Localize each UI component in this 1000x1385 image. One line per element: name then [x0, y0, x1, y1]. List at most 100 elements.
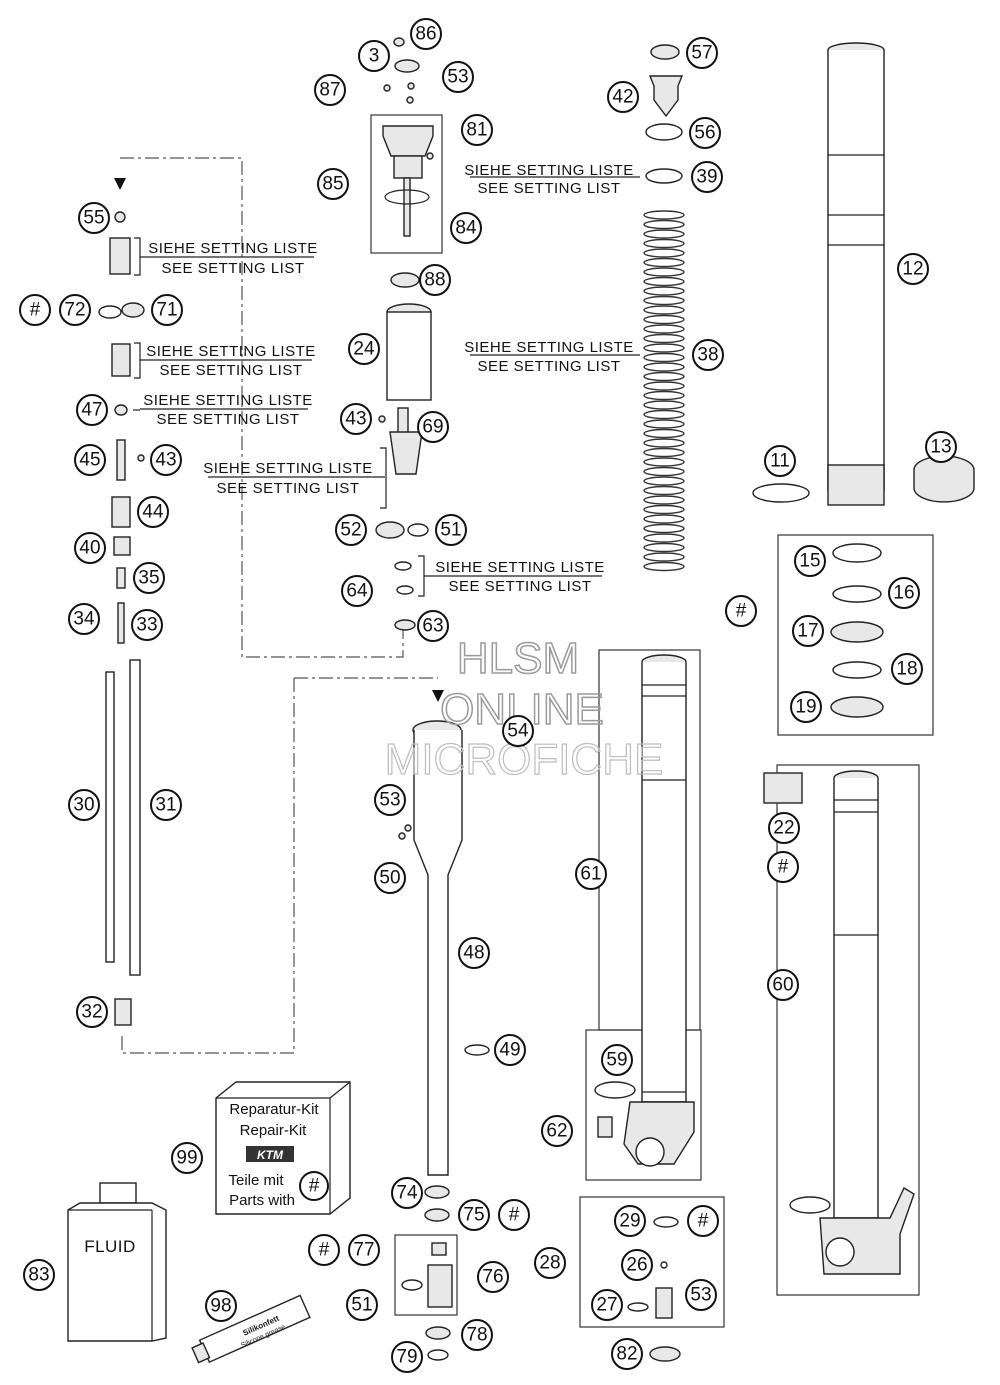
oring-part-59 [594, 1081, 636, 1099]
setting-note-de: SIEHE SETTING LISTE [464, 339, 634, 356]
spring-coil [643, 276, 685, 287]
ktm-brand: KTM [257, 1148, 284, 1162]
repair-kit-line2: Repair-Kit [240, 1122, 308, 1139]
callout-number: 75 [463, 1205, 484, 1226]
callout-bubble [417, 411, 449, 443]
callout-bubble [477, 1261, 509, 1293]
callout-number: 48 [463, 943, 484, 964]
callout-bubble [767, 969, 799, 1001]
bushing-kit-box [777, 534, 934, 736]
shim-stack-part [111, 343, 131, 377]
callout-bubble [205, 1290, 237, 1322]
callout-number: # [30, 300, 41, 321]
setting-note-en: SEE SETTING LIST [477, 180, 620, 197]
valve-part-45 [116, 439, 126, 481]
callout-bubble [768, 812, 800, 844]
callout-number: 33 [136, 615, 157, 636]
piston-part-71 [121, 302, 145, 318]
spring-coil [643, 495, 685, 505]
fork-spring-part-38 [643, 210, 685, 572]
callout-number: 78 [466, 1325, 487, 1346]
callout-bubble [59, 294, 91, 326]
callout-bubble [78, 202, 110, 234]
spring-coil [643, 248, 685, 258]
assembly-leader-bottom [121, 678, 295, 1054]
callout-number: 59 [606, 1050, 627, 1071]
bracket [134, 237, 141, 276]
spring-coil [643, 305, 685, 315]
callout-bubble [374, 862, 406, 894]
spring-coil [643, 390, 685, 401]
callout-bubble [358, 40, 390, 72]
spring-coil [643, 409, 685, 420]
setting-note-en: SEE SETTING LIST [156, 411, 299, 428]
setting-note-de: SIEHE SETTING LISTE [203, 460, 373, 477]
callout-bubble [685, 1279, 717, 1311]
callout-bubble [725, 595, 757, 627]
setting-note-de: SIEHE SETTING LISTE [464, 162, 634, 179]
clip-part-18 [832, 661, 882, 679]
callout-number: 54 [507, 721, 529, 742]
oring-part-49 [464, 1044, 490, 1056]
spring-coil [643, 229, 685, 239]
callout-number: 3 [369, 46, 380, 67]
setting-note-de: SIEHE SETTING LISTE [435, 559, 605, 576]
callout-bubble [391, 1341, 423, 1373]
callout-number: 53 [690, 1285, 711, 1306]
callout-bubble [764, 445, 796, 477]
callout-number: 57 [691, 43, 712, 64]
shim-stack-part [389, 431, 423, 475]
watermark-line1: HLSM [457, 634, 579, 683]
callout-bubble [335, 514, 367, 546]
callout-bubble [689, 117, 721, 149]
callout-bubble [391, 1177, 423, 1209]
callout-bubble [607, 81, 639, 113]
piston-part-42 [648, 75, 684, 118]
fork-cap-part-85 [382, 125, 434, 157]
oring-part-29 [653, 1216, 679, 1228]
dust-seal-part-19 [830, 696, 884, 718]
callout-bubble [374, 784, 406, 816]
callout-bubble [171, 1142, 203, 1174]
fluid-label: FLUID [84, 1237, 136, 1256]
seal-part-74 [424, 1185, 450, 1199]
callout-number: 43 [345, 409, 366, 430]
ring-part-56 [645, 123, 683, 141]
callout-number: 87 [319, 80, 340, 101]
valve-part-53 [655, 1287, 673, 1319]
spring-coil [643, 324, 685, 334]
spring-coil [643, 561, 685, 572]
callout-number: # [509, 1205, 520, 1226]
spring-part-53 [407, 82, 415, 90]
callout-bubble [461, 114, 493, 146]
part-77 [431, 1242, 447, 1256]
callout-bubble [575, 858, 607, 890]
callout-bubble [341, 575, 373, 607]
inner-tube-part-12 [827, 50, 885, 491]
callout-number: 16 [893, 583, 914, 604]
callout-bubble [450, 212, 482, 244]
callout-number: 26 [626, 1255, 647, 1276]
callout-bubble [23, 1259, 55, 1291]
callout-bubble [686, 37, 718, 69]
repair-kit-line4: Parts with [229, 1192, 295, 1209]
callout-bubble [150, 789, 182, 821]
setting-note-de: SIEHE SETTING LISTE [143, 392, 313, 409]
spring-coil [643, 295, 685, 306]
callout-number: 99 [176, 1148, 197, 1169]
spring-coil [643, 533, 685, 543]
bracket [418, 555, 425, 597]
spring-coil [643, 371, 685, 382]
callout-number: 51 [351, 1295, 372, 1316]
callout-number: 15 [799, 551, 820, 572]
fork-cap-body [393, 155, 423, 179]
spring-coil [643, 352, 685, 363]
callout-bubble [435, 514, 467, 546]
callout-number: 72 [64, 300, 85, 321]
callout-number: 55 [83, 208, 104, 229]
bracket [134, 342, 141, 379]
bleed-valve-box [394, 1234, 458, 1316]
axle-clamp-kit-box [579, 1196, 725, 1328]
callout-bubble [794, 545, 826, 577]
o-ring-part-84 [384, 189, 430, 205]
